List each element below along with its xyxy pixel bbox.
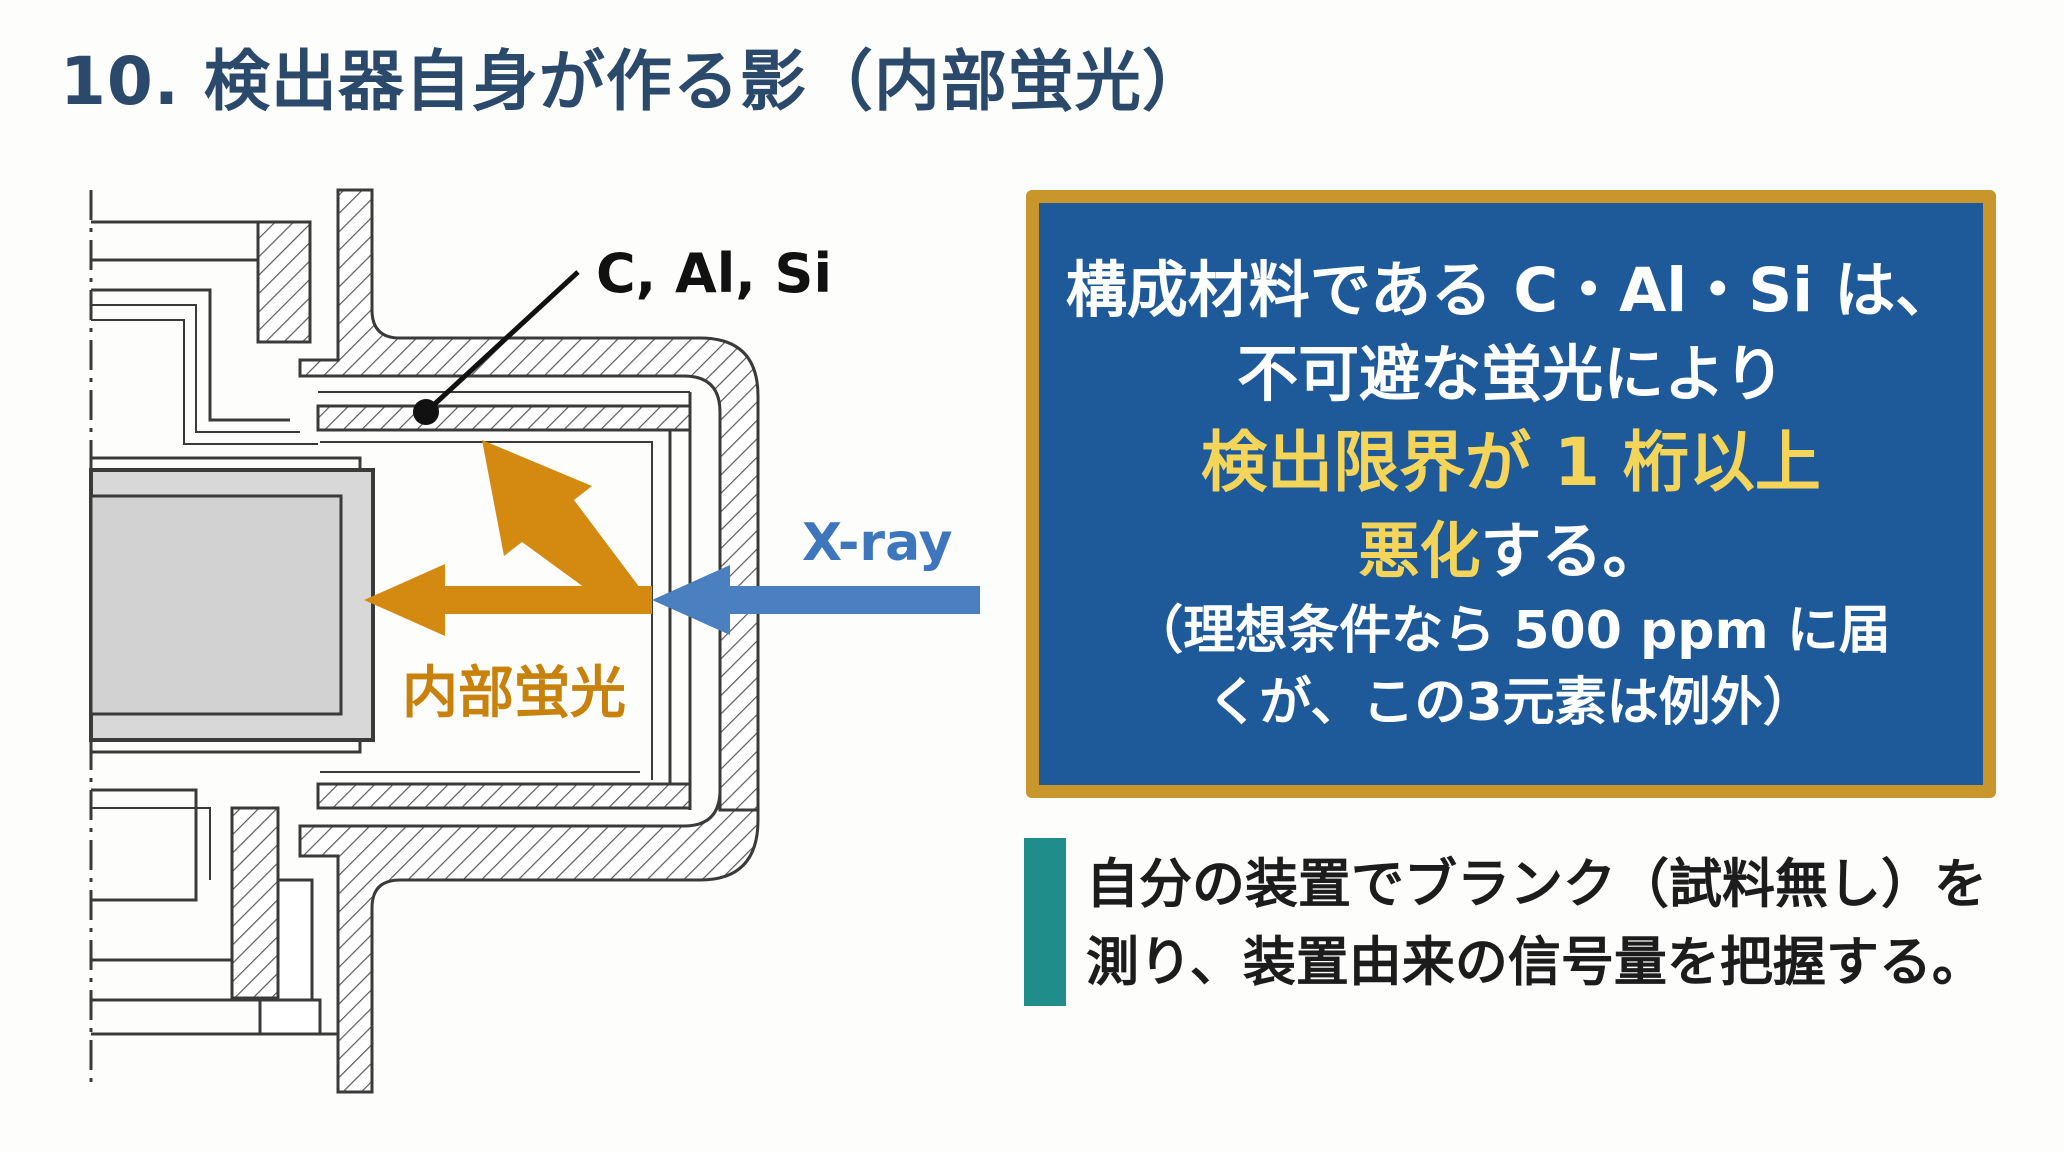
material-pointer-dot xyxy=(413,399,439,425)
fluorescence-label: 内部蛍光 xyxy=(402,661,626,726)
info-line-4: 悪化する。 xyxy=(1358,509,1663,595)
xray-label: X-ray xyxy=(802,513,952,573)
info-line-4-highlight: 悪化 xyxy=(1358,516,1481,587)
filter-ring-lower xyxy=(316,782,692,810)
material-leader-line xyxy=(424,270,580,414)
info-note-line-2: くが、この3元素は例外） xyxy=(1207,673,1815,733)
fluorescence-arrow-up xyxy=(482,440,640,612)
info-note-line-1: （理想条件なら 500 ppm に届 xyxy=(1131,601,1891,661)
xray-arrow xyxy=(652,565,980,635)
info-line-2: 不可避な蛍光により xyxy=(1237,339,1785,410)
fluorescence-arrow-left xyxy=(364,564,652,636)
tip-line-2: 測り、装置由来の信号量を把握する。 xyxy=(1086,932,1985,993)
housing-upper xyxy=(298,188,760,812)
info-line-4-rest: する。 xyxy=(1480,516,1664,587)
material-label: C, Al, Si xyxy=(596,242,832,305)
tip-text: 自分の装置でブランク（試料無し）を 測り、装置由来の信号量を把握する。 xyxy=(1086,846,1987,1002)
info-highlight-line: 検出限界が 1 桁以上 xyxy=(1201,424,1821,501)
upper-left-flange xyxy=(256,220,312,344)
info-line-1: 構成材料である C・Al・Si は、 xyxy=(1065,255,1957,326)
tip-accent-bar xyxy=(1024,838,1066,1006)
filter-ring-upper xyxy=(316,404,692,432)
slide-title: 10. 検出器自身が作る影（内部蛍光） xyxy=(60,43,1209,120)
info-box: 構成材料である C・Al・Si は、 不可避な蛍光により 検出限界が 1 桁以上… xyxy=(1026,190,1996,798)
housing-lower xyxy=(298,789,760,1094)
tip-line-1: 自分の装置でブランク（試料無し）を xyxy=(1086,854,1987,915)
